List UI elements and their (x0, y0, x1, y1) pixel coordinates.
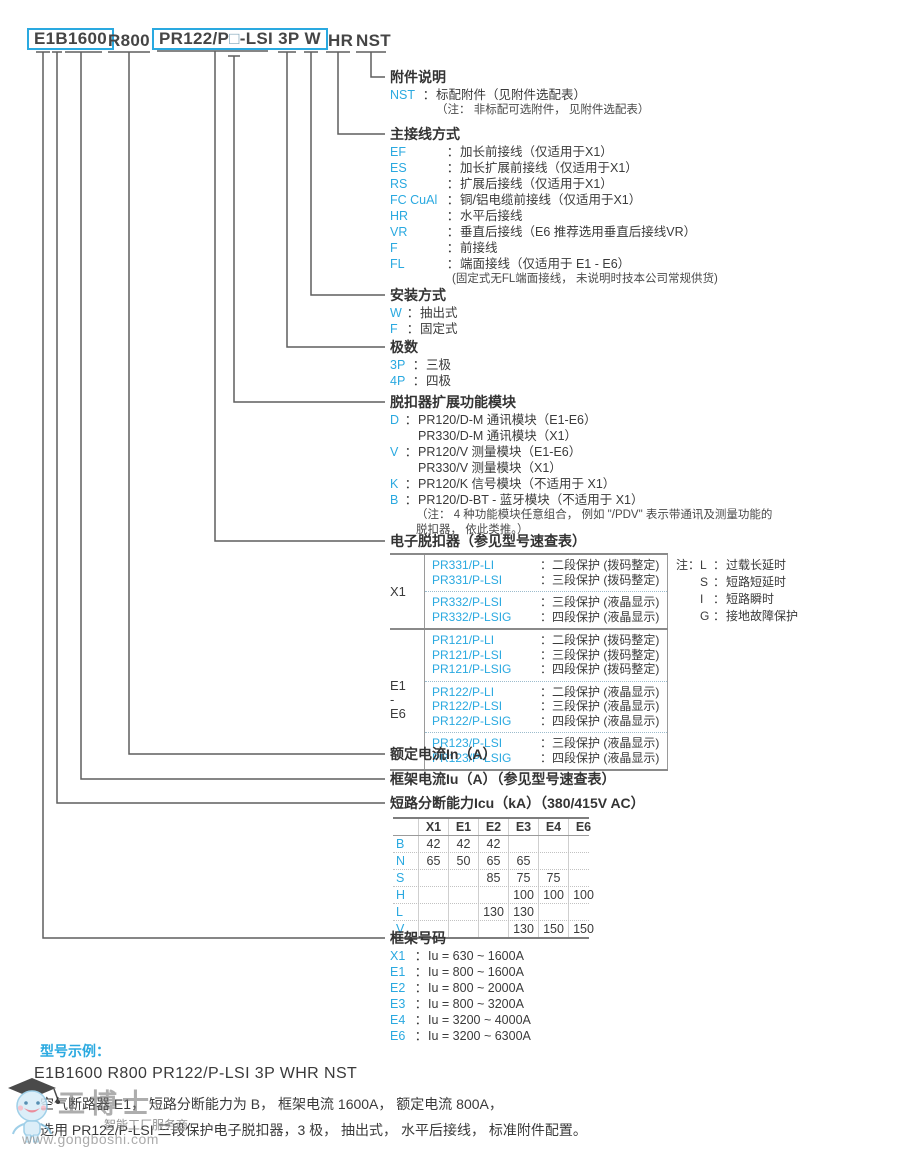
frame-number-row: E4 ： Iu = 3200 ~ 4000A (390, 1013, 531, 1027)
section-title: 脱扣器扩展功能模块 (390, 394, 516, 410)
trip-group-e1-e6: E1 - E6 PR121/P-LI ： 二段保护 (拨码整定) PR (390, 628, 668, 769)
section-frame-number: 框架号码 X1 ： Iu = 630 ~ 1600A E1 ： Iu = 800… (390, 930, 531, 1044)
frame-number-row: E6 ： Iu = 3200 ~ 6300A (390, 1029, 531, 1043)
section-accessory: 附件说明 NST ： 标配附件（见附件选配表） （注： 非标配可选附件， 见附件… (390, 69, 649, 118)
example-code: E1B1600 R800 PR122/P-LSI 3P WHR NST (34, 1065, 358, 1082)
icu-table-row: N 65 50 65 65 (393, 852, 589, 869)
trip-group-x1: X1 PR331/P-LI ： 二段保护 (拨码整定) PR331/P-LSI (390, 555, 668, 628)
section-trip-unit: 电子脱扣器（参见型号速查表） (390, 533, 586, 549)
module-row: D ： PR120/D-M 通讯模块（E1-E6） (390, 413, 597, 427)
section-title: 框架电流Iu（A）（参见型号速查表） (390, 771, 616, 787)
icu-table: X1 E1 E2 E3 E4 E6 B 42 42 42 N (393, 817, 594, 939)
frame-number-row: X1 ： Iu = 630 ~ 1600A (390, 949, 524, 963)
section-title: 框架号码 (390, 930, 446, 946)
accessory-row: NST ： 标配附件（见附件选配表） (390, 88, 587, 102)
wiring-code: HR (328, 31, 354, 50)
section-wiring: 主接线方式 EF ： 加长前接线（仅适用于X1） ES ： 加长扩展前接线（仅适… (390, 126, 718, 287)
modules-note-line: 脱扣器， 依此类推。） (416, 524, 529, 536)
module-row: B ： PR120/D-BT - 蓝牙模块（不适用于 X1） (390, 493, 644, 507)
trip-row: PR122/P-LI ： 二段保护 (液晶显示) (432, 684, 660, 699)
module-row: PR330/V 测量模块（X1） (418, 461, 562, 475)
wiring-row: F ： 前接线 (390, 241, 498, 255)
section-rated-current: 额定电流In（A） (390, 746, 497, 762)
wiring-row: ES ： 加长扩展前接线（仅适用于X1） (390, 161, 638, 175)
section-installation: 安装方式 W ： 抽出式 F ： 固定式 (390, 287, 458, 337)
wiring-row: FC CuAl ： 铜/铝电缆前接线（仅适用于X1） (390, 193, 642, 207)
poles-row: 4P ： 四极 (390, 374, 452, 388)
module-row: V ： PR120/V 测量模块（E1-E6） (390, 445, 582, 459)
trip-row: PR121/P-LSIG ： 四段保护 (拨码整定) (432, 662, 660, 676)
trip-row: PR123/P-LSIG ： 四段保护 (液晶显示) (432, 750, 660, 765)
section-modules: 脱扣器扩展功能模块 D ： PR120/D-M 通讯模块（E1-E6） PR33… (390, 394, 772, 538)
trip-row: PR332/P-LSI ： 三段保护 (液晶显示) (432, 595, 660, 609)
modules-note-line: （注： 4 种功能模块任意组合， 例如 "/PDV" 表示带通讯及测量功能的 (416, 509, 773, 521)
poles-row: 3P ： 三极 (390, 358, 452, 372)
icu-table-row: V 130 150 150 (393, 920, 594, 937)
accessory-note: （注： 非标配可选附件， 见附件选配表） (436, 104, 650, 116)
trip-row: PR121/P-LSI ： 三段保护 (拨码整定) (432, 647, 660, 662)
icu-table-row: L 130 130 (393, 903, 589, 920)
example-description-1: 空气断路器 E1， 短路分断能力为 B， 框架电流 1600A， 额定电流 80… (40, 1096, 503, 1112)
legend-row: S ： 短路短延时 (700, 575, 787, 589)
trip-group-label: E1 - E6 (390, 677, 406, 721)
trip-row: PR122/P-LSIG ： 四段保护 (液晶显示) (432, 713, 660, 728)
wiring-row: VR ： 垂直后接线（E6 推荐选用垂直后接线VR） (390, 225, 697, 239)
icu-table-header: X1 E1 E2 E3 E4 E6 (393, 819, 591, 836)
frame-number-row: E2 ： Iu = 800 ~ 2000A (390, 981, 524, 995)
module-placeholder: □ (229, 29, 240, 48)
accessory-code: NST (356, 31, 391, 50)
frame-code: E1B1600 (34, 29, 108, 48)
frame-code-box: E1B1600 (27, 28, 115, 50)
module-row: K ： PR120/K 信号模块（不适用于 X1） (390, 477, 616, 491)
section-poles: 极数 3P ： 三极 4P ： 四极 (390, 339, 451, 389)
model-example: 型号示例： E1B1600 R800 PR122/P-LSI 3P WHR NS… (34, 1043, 587, 1138)
section-title: 额定电流In（A） (390, 746, 497, 762)
legend-row: 注： L ： 过载长延时 (676, 558, 787, 572)
trip-unit-code-box: PR122/P□-LSI 3P W (152, 28, 328, 50)
wiring-row: EF ： 加长前接线（仅适用于X1） (390, 145, 613, 159)
icu-table-row: S 85 75 75 (393, 869, 589, 886)
installation-row: F ： 固定式 (390, 322, 458, 336)
wiring-row: FL ： 端面接线（仅适用于 E1 - E6） (390, 257, 631, 271)
trip-unit-code: PR122/P□-LSI 3P W (159, 29, 321, 48)
example-description-2: 选用 PR122/P-LSI 三段保护电子脱扣器，3 极， 抽出式， 水平后接线… (40, 1122, 587, 1138)
example-title: 型号示例： (40, 1043, 110, 1059)
section-breaking-capacity: 短路分断能力Icu（kA）（380/415V AC） (390, 795, 645, 811)
section-title: 附件说明 (390, 69, 446, 85)
section-frame-current: 框架电流Iu（A）（参见型号速查表） (390, 771, 616, 787)
trip-protection-legend: 注： L ： 过载长延时 S ： 短路短延时 I ： 短路瞬时 G (676, 557, 798, 625)
trip-row: PR332/P-LSIG ： 四段保护 (液晶显示) (432, 609, 660, 624)
section-title: 短路分断能力Icu（kA）（380/415V AC） (390, 795, 645, 811)
section-title: 主接线方式 (390, 126, 460, 142)
wiring-note: (固定式无FL端面接线， 未说明时技本公司常规供货) (452, 273, 718, 285)
frame-number-row: E3 ： Iu = 800 ~ 3200A (390, 997, 524, 1011)
trip-row: PR331/P-LI ： 二段保护 (拨码整定) (432, 558, 660, 572)
rated-current-code: R800 (108, 31, 150, 50)
module-row: PR330/D-M 通讯模块（X1） (418, 429, 578, 443)
section-title: 电子脱扣器（参见型号速查表） (390, 533, 586, 549)
trip-unit-table: X1 PR331/P-LI ： 二段保护 (拨码整定) PR331/P-LSI (390, 553, 668, 771)
trip-group-label: X1 (390, 583, 406, 599)
trip-row: PR121/P-LI ： 二段保护 (拨码整定) (432, 633, 660, 647)
trip-row: PR331/P-LSI ： 三段保护 (拨码整定) (432, 572, 660, 587)
frame-number-row: E1 ： Iu = 800 ~ 1600A (390, 965, 524, 979)
section-title: 极数 (390, 339, 418, 355)
legend-row: G ： 接地故障保护 (700, 609, 799, 623)
icu-table-row: H 100 100 100 (393, 886, 594, 903)
trip-row: PR122/P-LSI ： 三段保护 (液晶显示) (432, 699, 660, 713)
wiring-row: RS ： 扩展后接线（仅适用于X1） (390, 177, 613, 191)
section-title: 安装方式 (390, 287, 446, 303)
legend-row: I ： 短路瞬时 (700, 592, 775, 606)
trip-row: PR123/P-LSI ： 三段保护 (液晶显示) (432, 736, 660, 750)
installation-row: W ： 抽出式 (390, 306, 458, 320)
wiring-row: HR ： 水平后接线 (390, 209, 523, 223)
icu-table-row: B 42 42 42 (393, 836, 589, 852)
